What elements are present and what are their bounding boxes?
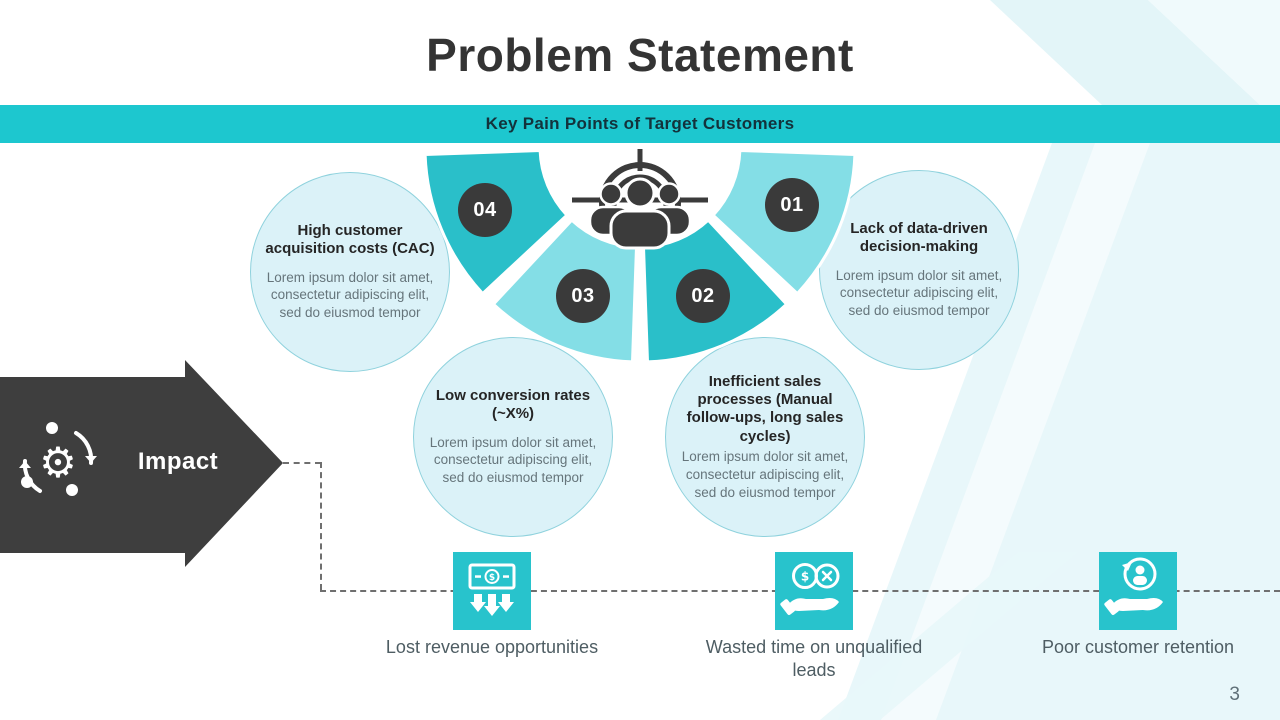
number-badge-04: 04 xyxy=(458,183,512,237)
impact-label-wasted-time: Wasted time on unqualified leads xyxy=(705,637,923,681)
cash-decline-icon: $ xyxy=(468,563,516,616)
pain-point-circle-04: High customer acquisition costs (CAC) Lo… xyxy=(250,172,450,372)
wasted-money-icon: $ xyxy=(780,563,840,615)
connector-dash-vertical xyxy=(320,462,322,590)
page-title: Problem Statement xyxy=(426,29,854,81)
target-audience-icon xyxy=(572,149,708,250)
pain-point-circle-03: Low conversion rates (~X%) Lorem ipsum d… xyxy=(413,337,613,537)
pain-point-body: Lorem ipsum dolor sit amet, consectetur … xyxy=(429,434,597,486)
pain-point-circle-01: Lack of data-driven decision-making Lore… xyxy=(819,170,1019,370)
pain-point-heading: High customer acquisition costs (CAC) xyxy=(265,221,435,258)
pain-point-heading: Lack of data-driven decision-making xyxy=(850,219,988,256)
pain-point-body: Lorem ipsum dolor sit amet, consectetur … xyxy=(835,267,1003,319)
pain-point-circle-02: Inefficient sales processes (Manual foll… xyxy=(665,337,865,537)
impact-label-lost-revenue: Lost revenue opportunities xyxy=(385,637,599,657)
impact-arrow-label: Impact xyxy=(137,448,219,475)
pain-point-body: Lorem ipsum dolor sit amet, consectetur … xyxy=(266,269,434,321)
impact-tile-wasted-time: $ xyxy=(775,552,853,630)
svg-text:⚙: ⚙ xyxy=(39,438,77,487)
banner-title: Key Pain Points of Target Customers xyxy=(485,114,795,133)
svg-text:$: $ xyxy=(801,570,809,584)
impact-label-poor-retention: Poor customer retention xyxy=(1041,637,1235,657)
connector-dash-from-arrow xyxy=(283,462,321,464)
svg-text:$: $ xyxy=(489,573,495,583)
number-badge-01: 01 xyxy=(765,178,819,232)
process-gear-icon: ⚙ xyxy=(19,422,97,496)
customer-retention-icon xyxy=(1104,557,1163,615)
pain-point-body: Lorem ipsum dolor sit amet, consectetur … xyxy=(681,448,849,500)
banner: Key Pain Points of Target Customers xyxy=(0,105,1280,143)
impact-tile-lost-revenue: $ xyxy=(453,552,531,630)
pain-point-heading: Inefficient sales processes (Manual foll… xyxy=(686,372,844,445)
impact-tile-poor-retention xyxy=(1099,552,1177,630)
page-number: 3 xyxy=(1229,684,1240,705)
number-badge-02: 02 xyxy=(676,269,730,323)
number-badge-03: 03 xyxy=(556,269,610,323)
pain-point-heading: Low conversion rates (~X%) xyxy=(435,386,591,423)
